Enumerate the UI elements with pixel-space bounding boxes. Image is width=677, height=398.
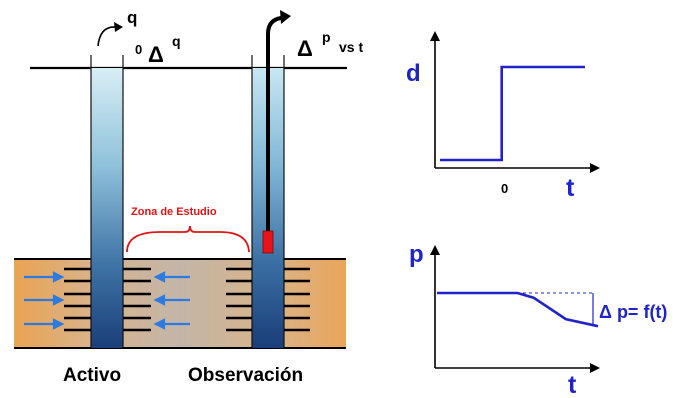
chart1-series-line [440, 65, 585, 162]
chart1-xlabel: t [566, 174, 575, 202]
flow-out-arrow-icon [97, 26, 117, 47]
observation-well-perforations [226, 267, 310, 332]
study-zone-brace [126, 225, 250, 253]
rate-step-chart: d t 0 [406, 31, 600, 202]
flow-label-q: q [127, 8, 137, 27]
chart2-x-axis-arrow-icon [590, 363, 600, 373]
chart1-x-axis-arrow-icon [590, 163, 600, 173]
obs-delta-sup: p [322, 29, 331, 45]
chart2-y-axis-arrow-icon [430, 245, 440, 255]
pressure-gauge [262, 230, 274, 254]
reservoir-layer [14, 259, 346, 348]
active-well-label: Activo [63, 365, 121, 386]
active-well-bore [91, 68, 123, 348]
active-well-perforations [64, 267, 151, 332]
chart1-y-axis-arrow-icon [430, 31, 440, 41]
chart1-x-tick-label: 0 [501, 181, 508, 196]
chart2-xlabel: t [568, 371, 577, 393]
chart2-ylabel: p [409, 241, 424, 268]
obs-delta-symbol: Δ [297, 36, 313, 61]
chart2-annotation-text: Δ p= f(t) [599, 302, 667, 322]
delta-q-sup: q [172, 33, 181, 49]
chart2-annotation: Δ p= f(t) [599, 302, 667, 322]
chart1-ylabel: d [406, 60, 421, 87]
observation-well-label: Observación [188, 365, 303, 386]
pressure-response-chart: p t Δ p= f(t) [409, 241, 667, 398]
inflow-arrows [24, 271, 190, 330]
gauge-cable [266, 16, 282, 232]
delta-q-prefix: 0 [135, 42, 142, 57]
chart2-series-line [437, 291, 599, 328]
delta-q-symbol: Δ [148, 42, 164, 67]
obs-delta-suffix: vs t [339, 39, 363, 55]
study-zone-label: Zona de Estudio [131, 206, 217, 218]
